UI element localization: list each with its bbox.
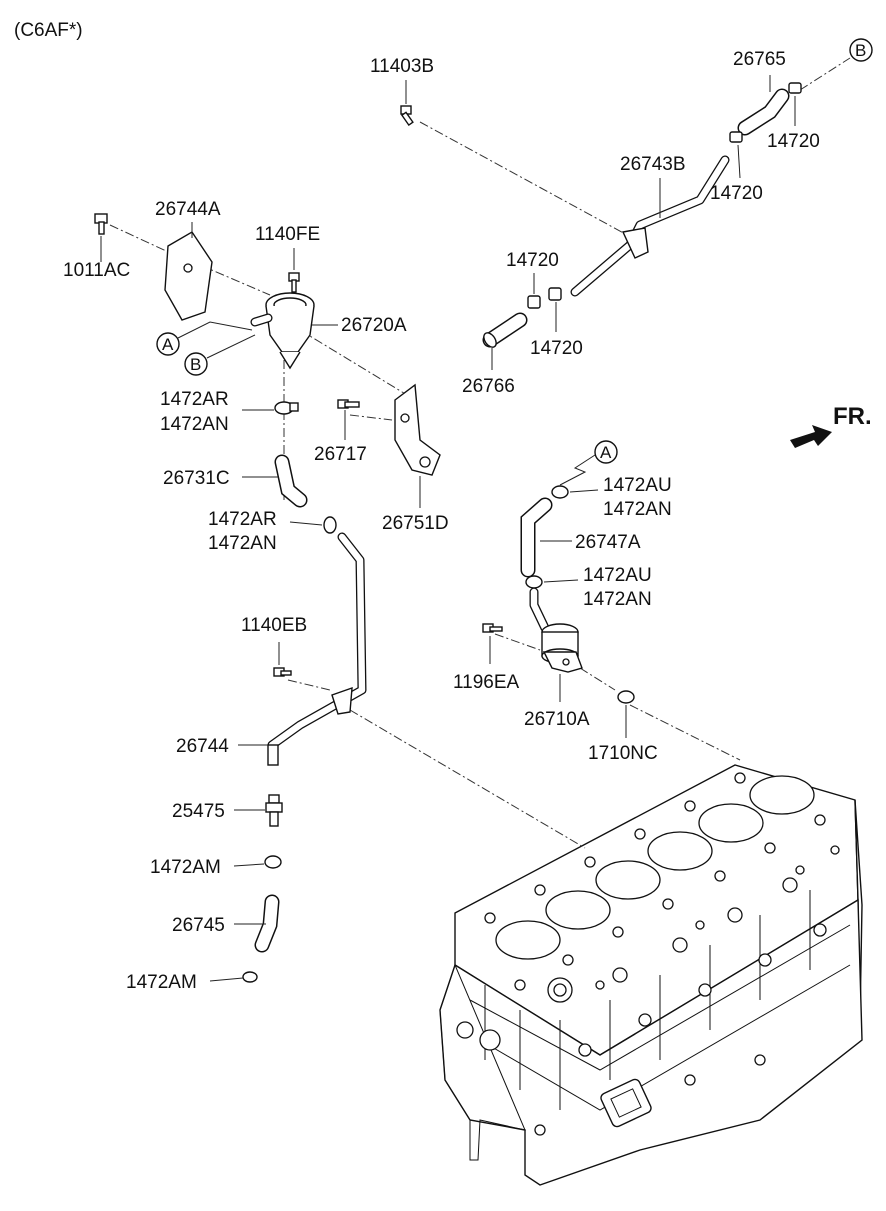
label-1196EA: 1196EA xyxy=(453,672,520,693)
label-14720-a: 14720 xyxy=(767,131,820,152)
callout-B-top: B xyxy=(849,38,873,62)
label-26751D: 26751D xyxy=(382,513,449,534)
pump-26710A xyxy=(541,623,583,673)
bracket-26744A xyxy=(164,231,213,321)
label-1011AC: 1011AC xyxy=(63,260,130,281)
callout-A-left: A xyxy=(156,321,253,356)
bolt-1011AC xyxy=(94,213,108,235)
label-26744: 26744 xyxy=(176,736,229,757)
clamp-1472AM-upper xyxy=(264,855,282,869)
bolt-26717 xyxy=(337,399,360,409)
callout-B-left: B xyxy=(184,334,256,376)
label-1472AM-2: 1472AM xyxy=(126,972,197,993)
label-26747A: 26747A xyxy=(575,532,641,553)
callout-A-mid: A xyxy=(559,440,618,486)
clamp-1472AR-upper xyxy=(274,401,299,415)
hose-26731C xyxy=(274,454,308,508)
label-1140EB: 1140EB xyxy=(241,615,307,636)
engine-block xyxy=(439,764,863,1186)
clamp-1472AR-lower xyxy=(323,516,337,534)
clamp-1472AM-lower xyxy=(242,971,258,983)
label-26720A: 26720A xyxy=(341,315,407,336)
label-1472AR-1: 1472AR xyxy=(160,389,229,410)
label-1472AU-1: 1472AU xyxy=(603,475,672,496)
label-1710NC: 1710NC xyxy=(588,743,658,764)
fitting-25475 xyxy=(265,794,283,827)
assembly-lines xyxy=(109,57,851,849)
label-25475: 25475 xyxy=(172,801,225,822)
front-direction-indicator: FR. xyxy=(790,403,872,448)
label-1472AR-2: 1472AR xyxy=(208,509,277,530)
label-1472AN-1: 1472AN xyxy=(160,414,229,435)
bolt-11403B xyxy=(400,105,414,127)
label-26745: 26745 xyxy=(172,915,225,936)
label-14720-c: 14720 xyxy=(506,250,559,271)
clamp-14720-middle xyxy=(527,287,562,309)
hose-26745 xyxy=(254,894,280,953)
label-14720-b: 14720 xyxy=(710,183,763,204)
bracket-26751D xyxy=(394,383,441,476)
model-code: (C6AF*) xyxy=(14,20,83,41)
label-26731C: 26731C xyxy=(163,468,230,489)
label-26744A: 26744A xyxy=(155,199,221,220)
separator-26720A xyxy=(250,292,315,370)
svg-text:B: B xyxy=(190,355,201,374)
oring-1710NC xyxy=(617,690,635,704)
svg-text:B: B xyxy=(855,41,866,60)
label-1472AU-2: 1472AU xyxy=(583,565,652,586)
label-26766: 26766 xyxy=(462,376,515,397)
svg-text:A: A xyxy=(162,335,174,354)
label-26710A: 26710A xyxy=(524,709,590,730)
part-labels: 11403B 26765 14720 26743B 14720 26744A 1… xyxy=(63,49,820,993)
label-1140FE: 1140FE xyxy=(255,224,320,245)
label-14720-d: 14720 xyxy=(530,338,583,359)
pipe-26743B xyxy=(570,155,730,297)
front-arrow-icon xyxy=(790,425,832,448)
clamp-14720-upper xyxy=(729,82,802,143)
label-26765: 26765 xyxy=(733,49,786,70)
tube-26710A-inlet xyxy=(529,587,550,633)
label-26743B: 26743B xyxy=(620,154,686,175)
label-11403B: 11403B xyxy=(370,56,434,77)
label-1472AN-2: 1472AN xyxy=(603,499,672,520)
clamp-1472AU-lower xyxy=(525,575,543,589)
bolt-1140EB xyxy=(273,667,292,677)
label-1472AM-1: 1472AM xyxy=(150,857,221,878)
bolt-1196EA xyxy=(482,623,503,633)
clamp-1472AU-upper xyxy=(551,485,569,499)
label-1472AN-4: 1472AN xyxy=(583,589,652,610)
hose-26747A xyxy=(520,497,553,578)
label-1472AN-3: 1472AN xyxy=(208,533,277,554)
bolt-1140FE xyxy=(288,272,300,293)
hose-26765 xyxy=(737,88,790,136)
svg-text:A: A xyxy=(600,443,612,462)
svg-text:FR.: FR. xyxy=(833,403,872,430)
label-26717: 26717 xyxy=(314,444,367,465)
pipe-26744 xyxy=(267,532,367,766)
hose-26766 xyxy=(482,312,528,348)
